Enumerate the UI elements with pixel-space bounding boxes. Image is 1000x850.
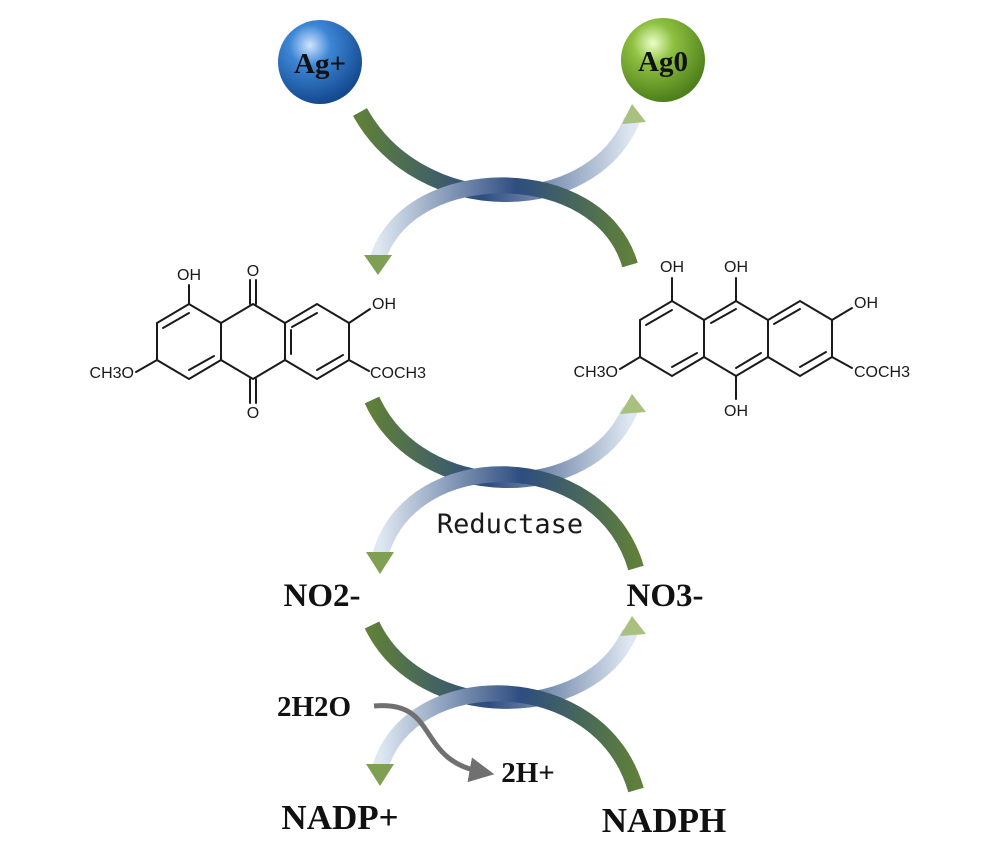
- ring-b: [220, 302, 286, 381]
- oh-label: OH: [177, 267, 201, 284]
- oh-label: OH: [660, 259, 684, 276]
- oh-label: OH: [854, 295, 878, 312]
- ring-b: [703, 299, 769, 378]
- arrowhead-to-nitrate: [620, 616, 646, 636]
- silver-metal-sphere: Ag0: [621, 18, 705, 102]
- ring-c: [284, 302, 350, 381]
- silver-ion-label: Ag+: [294, 48, 346, 80]
- carbonyl-o-label: O: [247, 263, 259, 280]
- carbonyl-o-label: O: [247, 405, 259, 422]
- nitrite-label: NO2-: [284, 578, 361, 614]
- arrowhead-to-hydroquinone: [620, 394, 646, 414]
- acetyl-label: COCH3: [370, 365, 426, 382]
- reductase-arrows: [364, 394, 646, 574]
- oh-label: OH: [724, 259, 748, 276]
- ring-a: [156, 302, 222, 381]
- reductase-label: Reductase: [437, 509, 583, 540]
- proton-label: 2H+: [501, 757, 555, 789]
- reduced-molecule: OH OH OH OH CH3O COCH3: [574, 259, 911, 420]
- arrow-nitrate-to-nitrite: [372, 466, 644, 571]
- ring-c: [767, 299, 833, 378]
- silver-metal-label: Ag0: [638, 46, 688, 78]
- arrowhead-to-nadp: [366, 764, 394, 786]
- water-label: 2H2O: [277, 691, 351, 723]
- nadp-label: NADP+: [281, 798, 398, 837]
- oh-label: OH: [372, 296, 396, 313]
- water-to-proton-arrow: [373, 703, 495, 783]
- nadph-arrows: [364, 616, 646, 793]
- nitrate-label: NO3-: [627, 578, 704, 614]
- oxidized-molecule: OH O O OH CH3O COCH3: [90, 263, 427, 422]
- silver-ion-sphere: Ag+: [278, 20, 362, 104]
- silver-redox-arrows: [353, 104, 646, 275]
- oh-label: OH: [724, 403, 748, 420]
- arrow-nadph-to-nadp: [372, 685, 644, 793]
- ring-a: [639, 299, 705, 378]
- methoxy-label: CH3O: [574, 364, 618, 381]
- acetyl-label: COCH3: [854, 364, 910, 381]
- methoxy-label: CH3O: [90, 365, 134, 382]
- arrowhead-to-nitrite: [366, 552, 394, 574]
- nadph-label: NADPH: [602, 801, 726, 840]
- arrowhead-to-quinone: [364, 255, 392, 275]
- arrow-ag-reduction: [353, 108, 640, 202]
- arrow-quinone-return: [370, 177, 638, 268]
- arrowhead-ag0: [622, 104, 646, 124]
